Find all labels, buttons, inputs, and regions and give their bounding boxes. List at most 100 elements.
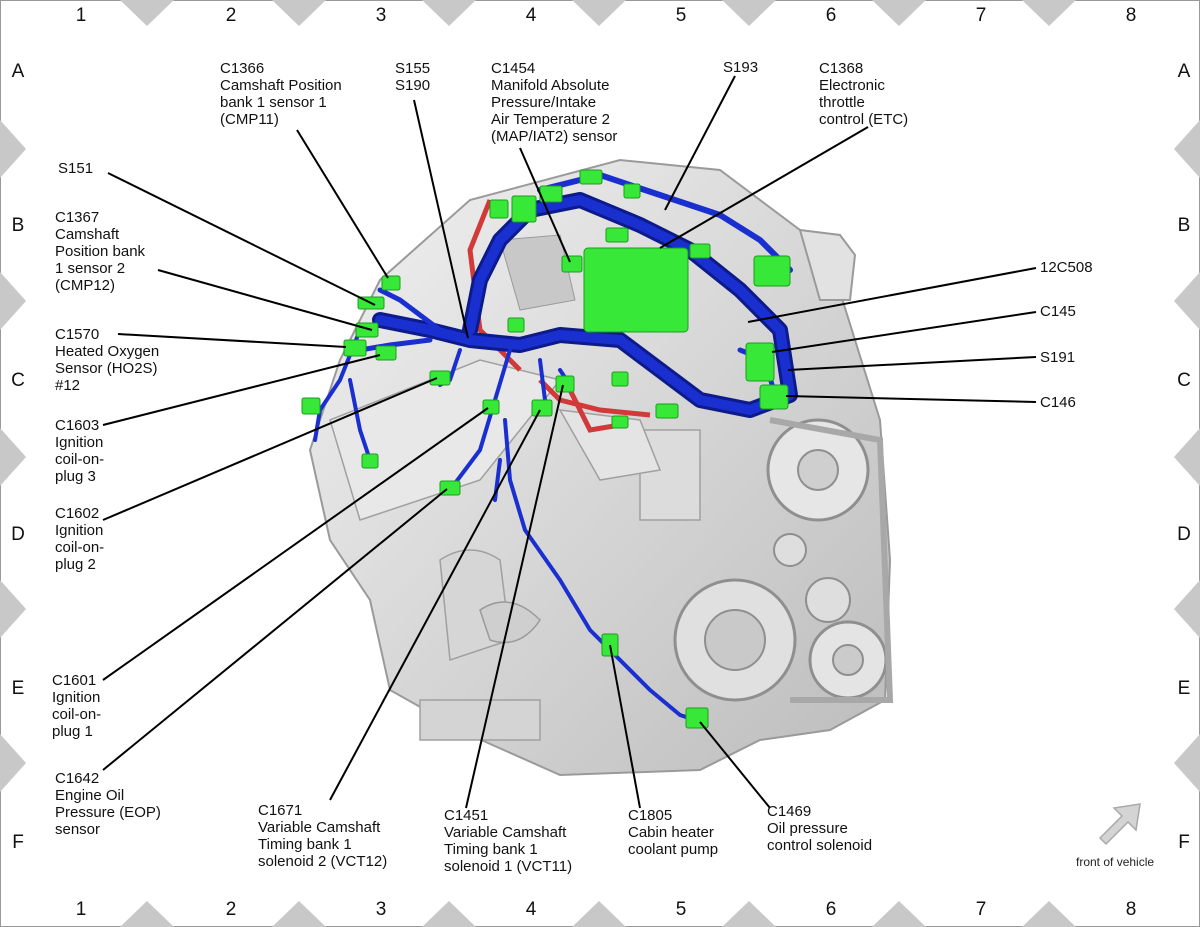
c1454-line-1: C1454	[491, 60, 535, 77]
callout-c1366: C1366 Camshaft Position bank 1 sensor 1 …	[220, 60, 342, 128]
grid-row-d: D	[11, 524, 25, 545]
callout-12c508: 12C508	[1040, 259, 1093, 276]
c1368-line-1: C1368	[819, 60, 863, 77]
connector-c1671	[531, 399, 553, 417]
c1366-line-4: (CMP11)	[220, 111, 279, 128]
connector-left-bottom	[361, 453, 379, 469]
connector-red-1	[507, 317, 525, 333]
callout-c1367: C1367 Camshaft Position bank 1 sensor 2 …	[55, 209, 146, 294]
grid-column-labels-top: 1 2 3 4 5 6 7 8	[76, 5, 1137, 26]
c1642-line-4: sensor	[55, 821, 100, 838]
grid-col-2: 2	[226, 5, 237, 26]
c1367-line-4: 1 sensor 2	[55, 260, 125, 277]
connector-c1469	[685, 707, 709, 729]
c1601-line-4: plug 1	[52, 723, 93, 740]
c1603-line-3: coil-on-	[55, 451, 104, 468]
c1602-line-1: C1602	[55, 505, 99, 522]
c1601-line-2: Ignition	[52, 689, 100, 706]
callout-c1602: C1602 Ignition coil-on- plug 2	[55, 505, 104, 573]
c1603-line-1: C1603	[55, 417, 99, 434]
c1454-line-5: (MAP/IAT2) sensor	[491, 128, 617, 145]
c1367-line-2: Camshaft	[55, 226, 120, 243]
connector-c1451	[555, 375, 575, 393]
callout-c145: C145	[1040, 303, 1076, 320]
c1366-line-1: C1366	[220, 60, 264, 77]
connector-top-2	[489, 199, 509, 219]
grid-row-a-right: A	[1178, 61, 1191, 82]
connector-top-1	[511, 195, 537, 223]
c1367-line-5: (CMP12)	[55, 277, 115, 294]
grid-col-6-bottom: 6	[826, 899, 837, 920]
connector-c1602	[482, 399, 500, 415]
c145-line-1: C145	[1040, 303, 1076, 320]
grid-col-2-bottom: 2	[226, 899, 237, 920]
callout-s191: S191	[1040, 349, 1075, 366]
connector-c1570	[343, 339, 367, 357]
callout-c1601: C1601 Ignition coil-on- plug 1	[52, 672, 101, 740]
c1367-line-1: C1367	[55, 209, 99, 226]
c1805-line-2: Cabin heater	[628, 824, 714, 841]
grid-row-e: E	[12, 678, 25, 699]
connector-c1366	[381, 275, 401, 291]
callout-s155-s190: S155 S190	[395, 60, 430, 94]
grid-col-5: 5	[676, 5, 687, 26]
c1451-line-1: C1451	[444, 807, 488, 824]
c1805-line-3: coolant pump	[628, 841, 718, 858]
c1469-line-1: C1469	[767, 803, 811, 820]
s155-line-2: S190	[395, 77, 430, 94]
c1671-line-2: Variable Camshaft	[258, 819, 381, 836]
c1367-line-3: Position bank	[55, 243, 146, 260]
connector-top-6	[605, 227, 629, 243]
s193-line-1: S193	[723, 59, 758, 76]
c1602-line-3: coil-on-	[55, 539, 104, 556]
c1570-line-1: C1570	[55, 326, 99, 343]
grid-row-labels-left: A B C D E F	[11, 61, 25, 853]
grid-row-b-right: B	[1178, 215, 1191, 236]
s155-line-1: S155	[395, 60, 430, 77]
c1366-line-2: Camshaft Position	[220, 77, 342, 94]
grid-row-c: C	[11, 370, 25, 391]
grid-col-7: 7	[976, 5, 987, 26]
grid-col-5-bottom: 5	[676, 899, 687, 920]
grid-col-8: 8	[1126, 5, 1137, 26]
c1601-line-3: coil-on-	[52, 706, 101, 723]
connector-c146	[759, 384, 789, 410]
grid-col-1-bottom: 1	[76, 899, 87, 920]
c1366-line-3: bank 1 sensor 1	[220, 94, 327, 111]
connector-c1570b	[375, 345, 397, 361]
grid-col-8-bottom: 8	[1126, 899, 1137, 920]
c1368-line-3: throttle	[819, 94, 865, 111]
c12c508-line-1: 12C508	[1040, 259, 1093, 276]
c1642-line-1: C1642	[55, 770, 99, 787]
grid-column-labels-bottom: 1 2 3 4 5 6 7 8	[76, 899, 1137, 920]
c1469-line-2: Oil pressure	[767, 820, 848, 837]
connector-c145	[745, 342, 775, 382]
front-arrow-icon	[1098, 803, 1141, 846]
connector-red-2	[611, 415, 629, 429]
c1368-line-2: Electronic	[819, 77, 885, 94]
grid-row-labels-right: A B C D E F	[1177, 61, 1191, 853]
grid-col-1: 1	[76, 5, 87, 26]
callout-c1805: C1805 Cabin heater coolant pump	[628, 807, 718, 858]
c1642-line-3: Pressure (EOP)	[55, 804, 161, 821]
grid-col-3: 3	[376, 5, 387, 26]
c1671-line-4: solenoid 2 (VCT12)	[258, 853, 387, 870]
c1368-line-4: control (ETC)	[819, 111, 908, 128]
c1603-line-4: plug 3	[55, 468, 96, 485]
callout-c1469: C1469 Oil pressure control solenoid	[767, 803, 872, 854]
grid-row-f: F	[12, 832, 24, 853]
connector-c1367	[355, 322, 379, 338]
connector-etc-module	[583, 247, 689, 333]
c1469-line-3: control solenoid	[767, 837, 872, 854]
grid-col-6: 6	[826, 5, 837, 26]
connector-mid-1	[611, 371, 629, 387]
c1570-line-2: Heated Oxygen	[55, 343, 159, 360]
c1451-line-3: Timing bank 1	[444, 841, 538, 858]
grid-row-c-right: C	[1177, 370, 1191, 391]
grid-row-a: A	[12, 61, 25, 82]
c1451-line-4: solenoid 1 (VCT11)	[444, 858, 572, 875]
grid-row-e-right: E	[1178, 678, 1191, 699]
grid-row-b: B	[12, 215, 25, 236]
